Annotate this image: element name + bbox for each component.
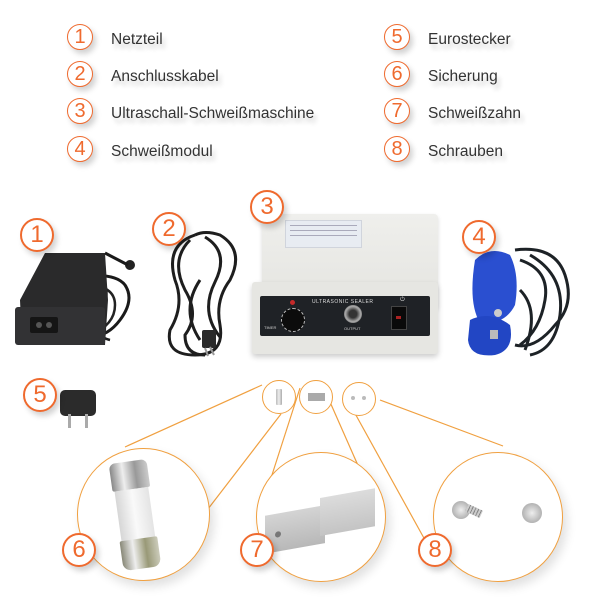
output-label: OUTPUT	[344, 326, 361, 331]
screw-image-1	[452, 501, 483, 531]
tooth-image	[265, 488, 375, 554]
badge-6: 6	[62, 533, 96, 567]
badge-1: 1	[20, 218, 54, 252]
number-badge: 6	[384, 61, 410, 87]
legend-label: Ultraschall-Schweißmaschine	[111, 105, 315, 122]
tooth-zoom-circle	[256, 452, 386, 582]
number-badge: 3	[67, 98, 93, 124]
badge-3: 3	[250, 190, 284, 224]
number-badge: 5	[384, 24, 410, 50]
fuse-thumbnail[interactable]	[262, 380, 296, 414]
number-badge: 1	[67, 24, 93, 50]
power-symbol: ⏻	[400, 297, 405, 303]
legend-label: Schweißzahn	[428, 105, 522, 122]
ultrasonic-sealer-image: ULTRASONIC SEALER ⏻ TIMER OUTPUT	[250, 212, 440, 357]
power-supply-image	[10, 245, 140, 350]
number-badge: 8	[384, 136, 410, 162]
badge-4: 4	[462, 220, 496, 254]
legend-label: Schrauben	[428, 143, 503, 160]
legend-label: Anschlusskabel	[111, 68, 219, 85]
tooth-thumbnail[interactable]	[299, 380, 333, 414]
output-connector[interactable]	[344, 305, 362, 323]
legend-label: Eurostecker	[428, 31, 511, 48]
badge-2: 2	[152, 212, 186, 246]
screws-thumbnail[interactable]	[342, 382, 376, 416]
legend-label: Sicherung	[428, 68, 498, 85]
badge-8: 8	[418, 533, 452, 567]
device-sticker	[285, 220, 362, 248]
control-panel: ULTRASONIC SEALER ⏻ TIMER OUTPUT	[260, 296, 430, 336]
device-front: ULTRASONIC SEALER ⏻ TIMER OUTPUT	[252, 282, 438, 354]
screws-zoom-circle	[433, 452, 563, 582]
number-badge: 7	[384, 98, 410, 124]
screw-image-2	[522, 503, 542, 523]
fuse-zoom-circle	[77, 448, 210, 581]
timer-label: TIMER	[264, 325, 277, 330]
fuse-image	[108, 458, 162, 572]
euro-plug-image	[58, 388, 98, 430]
number-badge: 2	[67, 61, 93, 87]
legend-label: Netzteil	[111, 31, 163, 48]
power-cable-image	[160, 225, 240, 360]
number-badge: 4	[67, 136, 93, 162]
badge-7: 7	[240, 533, 274, 567]
legend-label: Schweißmodul	[111, 143, 213, 160]
timer-knob[interactable]	[281, 308, 305, 332]
indicator-light	[290, 300, 295, 305]
power-switch[interactable]	[391, 306, 407, 330]
badge-5: 5	[23, 378, 57, 412]
panel-title: ULTRASONIC SEALER	[312, 299, 374, 305]
welding-module-image	[460, 240, 590, 365]
